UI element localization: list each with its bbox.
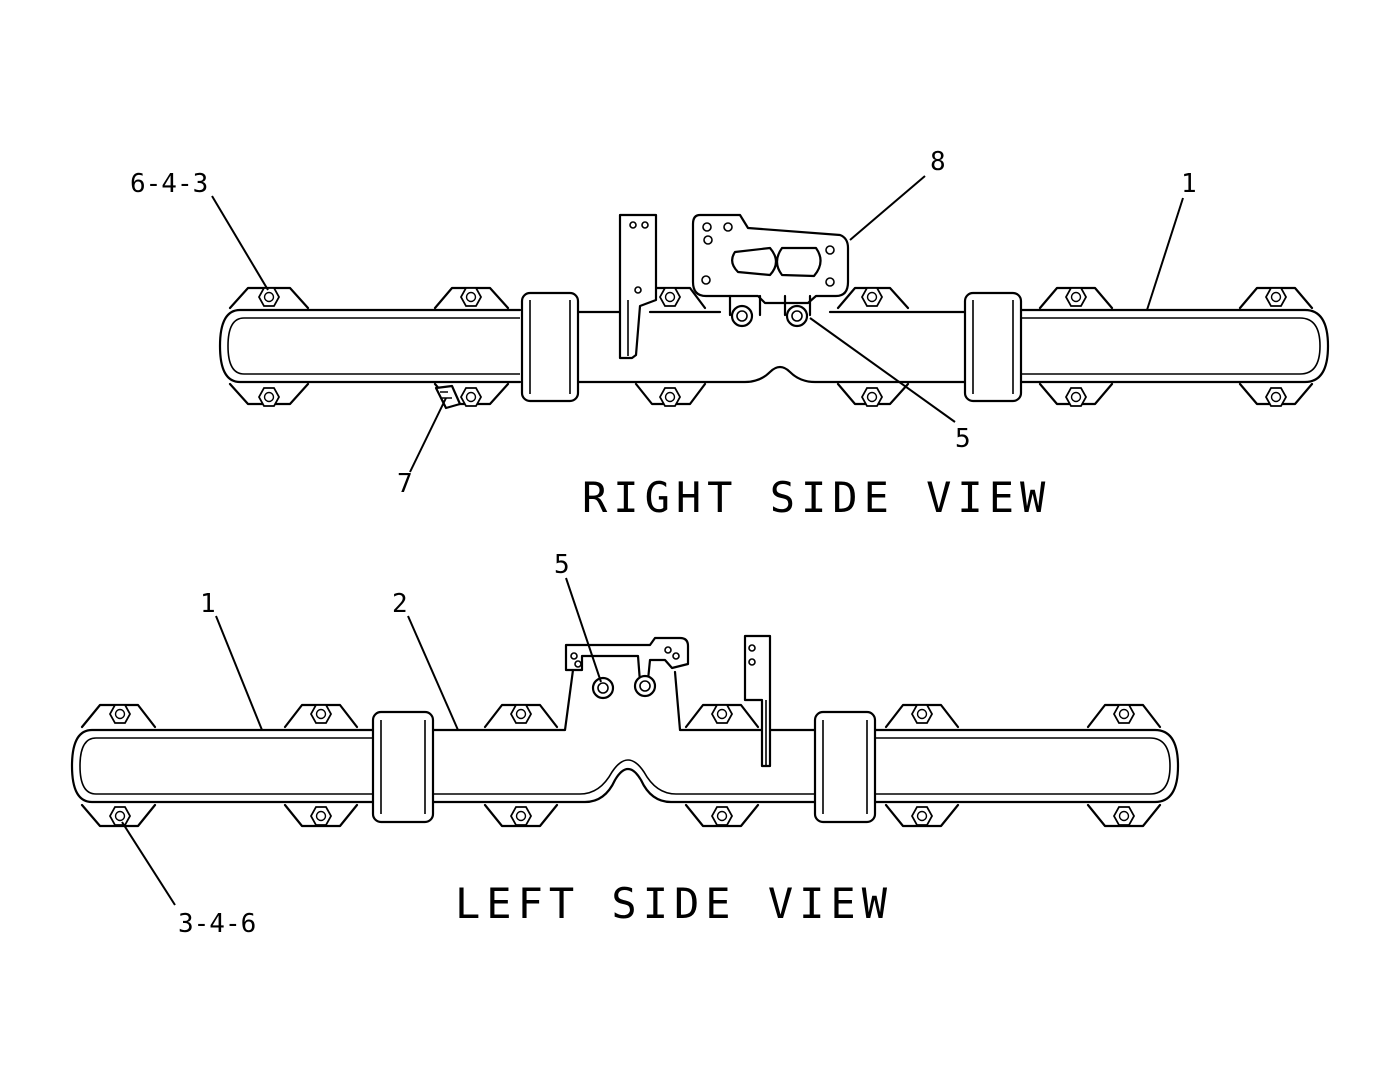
- callout-7: 7: [397, 469, 413, 499]
- right-flanges: [228, 286, 1314, 406]
- left-flanges: [80, 703, 1162, 828]
- callout-1-left: 1: [200, 589, 216, 619]
- left-side-view: 5 1 2 3-4-6 LEFT SIDE VIEW: [70, 550, 1180, 939]
- right-side-view-title: RIGHT SIDE VIEW: [582, 473, 1051, 522]
- left-side-view-title: LEFT SIDE VIEW: [455, 879, 893, 928]
- callout-5: 5: [955, 424, 971, 454]
- left-bolts: [109, 704, 1135, 826]
- right-side-view: 6-4-3 8 1 5 7 RIGHT SIDE VIEW: [130, 147, 1330, 522]
- callout-5-left: 5: [554, 550, 570, 580]
- callout-3-4-6: 3-4-6: [178, 909, 256, 939]
- callout-1: 1: [1181, 169, 1197, 199]
- right-bolts: [258, 287, 1287, 407]
- callout-8: 8: [930, 147, 946, 177]
- callout-2: 2: [392, 589, 408, 619]
- callout-6-4-3: 6-4-3: [130, 169, 208, 199]
